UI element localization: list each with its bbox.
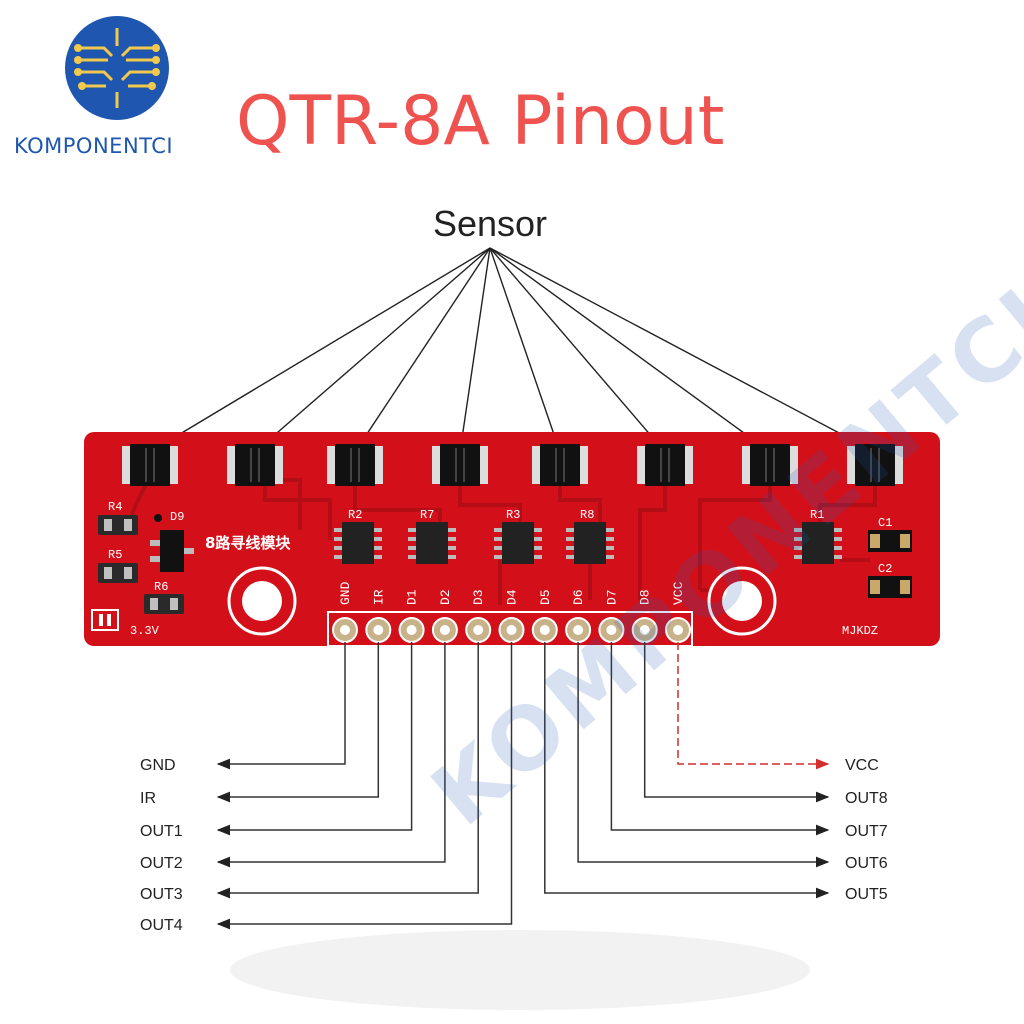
sensor-label: Sensor <box>433 203 547 244</box>
ir-sensor-1 <box>122 444 178 486</box>
sensor-pointer-line <box>489 247 561 453</box>
sensor-pointer-line <box>489 247 771 453</box>
ir-sensor-5 <box>532 444 588 486</box>
silk-r6: R6 <box>154 580 168 594</box>
pin-label-d2: D2 <box>438 589 453 605</box>
ir-sensor-8 <box>847 444 903 486</box>
wire-out2 <box>216 642 446 868</box>
left-label-out3: OUT3 <box>140 886 183 903</box>
right-label-out7: OUT7 <box>845 823 888 840</box>
silk-r5: R5 <box>108 548 122 562</box>
silk-r7: R7 <box>420 508 434 522</box>
ir-sensor-6 <box>637 444 693 486</box>
pin-label-vcc: VCC <box>671 581 686 605</box>
silk-r4: R4 <box>108 500 122 514</box>
wire-out8 <box>643 642 830 803</box>
left-label-out2: OUT2 <box>140 855 183 872</box>
resistor-array-chip <box>494 522 542 564</box>
silk-r3: R3 <box>506 508 520 522</box>
pin-label-d8: D8 <box>638 589 653 605</box>
left-label-out4: OUT4 <box>140 917 183 934</box>
sensor-pointer-line <box>254 247 491 453</box>
silk-r8: R8 <box>580 508 594 522</box>
wire-out1 <box>216 642 413 836</box>
right-label-vcc: VCC <box>845 757 879 774</box>
right-label-out6: OUT6 <box>845 855 888 872</box>
pin-label-d5: D5 <box>538 589 553 605</box>
sensor-pointer-line <box>354 247 491 453</box>
sensor-pointer-line <box>489 247 666 453</box>
left-label-ir: IR <box>140 790 156 807</box>
pin-label-d7: D7 <box>604 589 619 605</box>
silk-voltage: 3.3V <box>130 624 160 638</box>
brand-name: KOMPONENTCI <box>14 134 174 158</box>
resistor-array-chip <box>794 522 842 564</box>
left-label-gnd: GND <box>140 757 176 774</box>
right-label-out5: OUT5 <box>845 886 888 903</box>
wire-out5 <box>544 642 830 899</box>
qtr-8a-board: R4 R5 R6 D9 R2 R7 R3 R8 R1 C1 C2 3.3V MJ… <box>84 432 940 647</box>
circuit-logo-icon <box>65 16 169 120</box>
diode-d9 <box>160 530 184 572</box>
wire-out7 <box>610 642 830 836</box>
brand-logo: KOMPONENTCI <box>0 0 240 180</box>
left-label-out1: OUT1 <box>140 823 183 840</box>
resistor-array-chip <box>408 522 456 564</box>
pin-label-d3: D3 <box>471 589 486 605</box>
resistor-array-chip <box>566 522 614 564</box>
silk-d9: D9 <box>170 510 184 524</box>
pin-label-d4: D4 <box>505 589 520 605</box>
silk-c2: C2 <box>878 562 892 576</box>
pin-label-d1: D1 <box>405 589 420 605</box>
wire-out3 <box>216 642 479 899</box>
page-title: QTR-8A Pinout <box>236 82 725 161</box>
sensor-pointer-line <box>489 247 876 453</box>
wire-out4 <box>216 642 513 930</box>
wire-out6 <box>577 642 830 868</box>
silk-r2: R2 <box>348 508 362 522</box>
ir-sensor-2 <box>227 444 283 486</box>
sensor-pointer-line <box>459 247 491 453</box>
silk-maker: MJKDZ <box>842 624 878 638</box>
wire-gnd <box>216 642 346 770</box>
ir-sensor-4 <box>432 444 488 486</box>
pin-label-ir: IR <box>371 589 386 605</box>
resistor-array-chip <box>334 522 382 564</box>
silk-c1: C1 <box>878 516 892 530</box>
right-label-out8: OUT8 <box>845 790 888 807</box>
board-shadow <box>230 930 810 1010</box>
wire-ir <box>216 642 380 803</box>
mounting-hole-right <box>722 581 762 621</box>
ir-sensor-3 <box>327 444 383 486</box>
silk-r1: R1 <box>810 508 824 522</box>
ir-sensor-7 <box>742 444 798 486</box>
sensor-pointer-line <box>149 247 491 453</box>
pin-label-gnd: GND <box>338 581 353 605</box>
pin-label-d6: D6 <box>571 589 586 605</box>
wire-vcc <box>677 642 830 770</box>
silk-module-name: 8路寻线模块 <box>205 534 291 552</box>
mounting-hole-left <box>242 581 282 621</box>
